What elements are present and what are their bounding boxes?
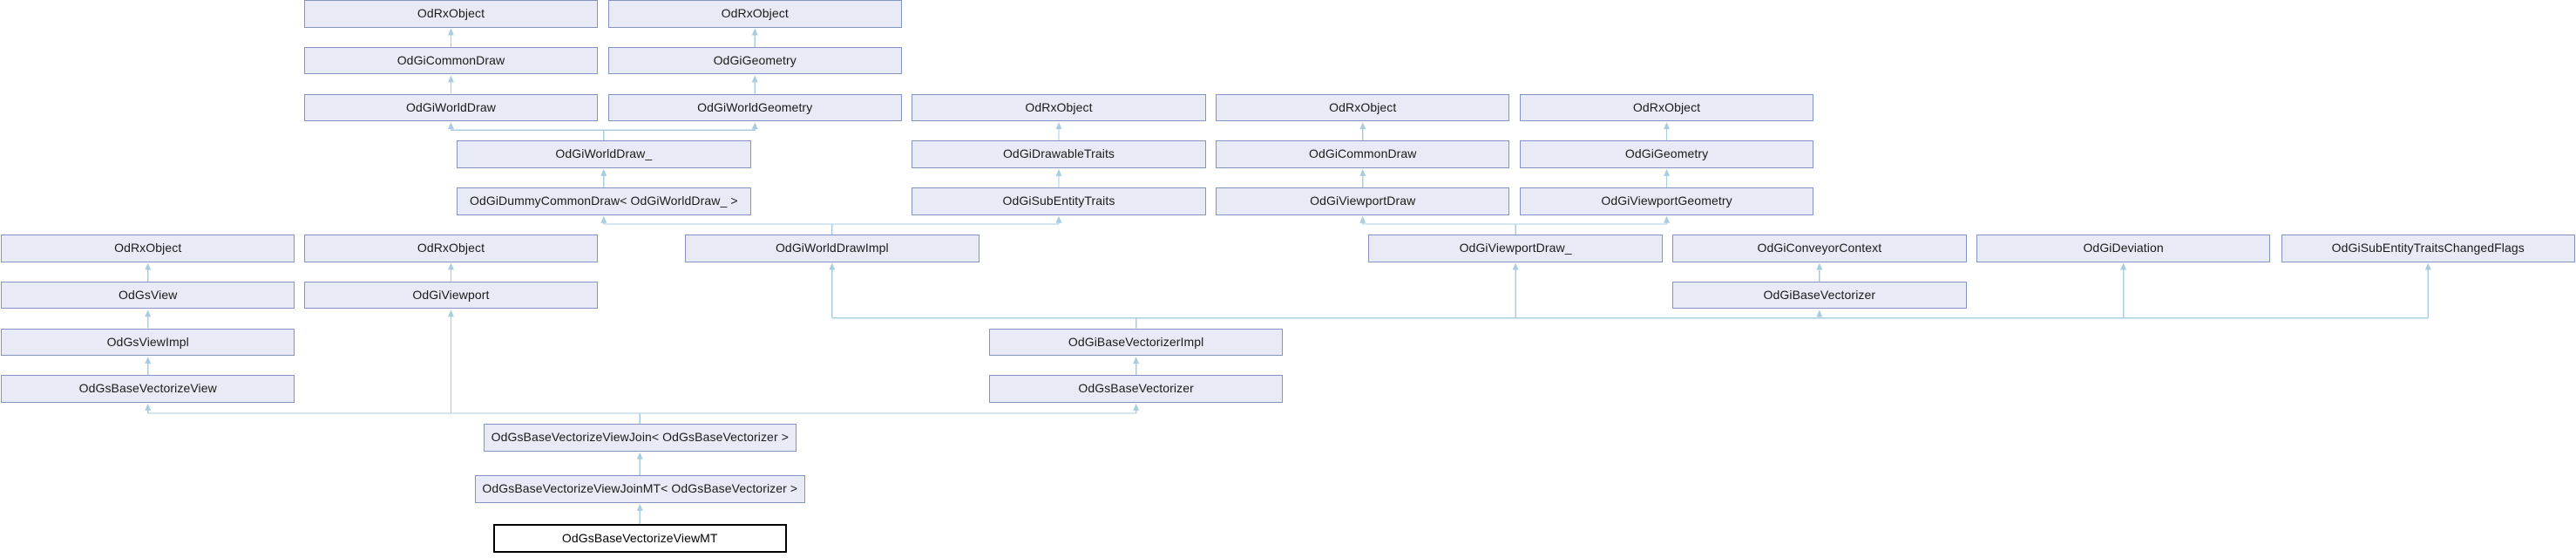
class-node[interactable]: OdGiGeometry (1519, 140, 1814, 168)
class-node-label: OdRxObject (1632, 99, 1701, 114)
class-node-label: OdGiWorldDraw (405, 99, 496, 114)
class-node-label: OdGiGeometry (713, 52, 797, 67)
class-node-label: OdRxObject (417, 6, 485, 21)
class-node[interactable]: OdGiSubEntityTraitsChangedFlags (2281, 234, 2575, 262)
class-node[interactable]: OdGiWorldDrawImpl (685, 234, 980, 262)
class-node[interactable]: OdGiViewportGeometry (1519, 187, 1814, 215)
class-node-label: OdGsBaseVectorizeViewJoin< OdGsBaseVecto… (491, 430, 789, 445)
class-node-label: OdGiViewportGeometry (1601, 194, 1732, 208)
class-node-label: OdGiSubEntityTraitsChangedFlags (2331, 241, 2525, 255)
class-node[interactable]: OdRxObject (1519, 93, 1814, 122)
class-node[interactable]: OdGiDeviation (1976, 234, 2271, 262)
class-node-label: OdRxObject (1329, 99, 1397, 114)
class-node-label: OdGiViewport (412, 287, 490, 302)
class-node[interactable]: OdGiBaseVectorizerImpl (988, 328, 1284, 357)
class-node-label: OdGiViewportDraw_ (1459, 241, 1572, 255)
class-node[interactable]: OdGsBaseVectorizeViewJoin< OdGsBaseVecto… (483, 424, 797, 452)
class-node-label: OdGiCommonDraw (397, 52, 505, 67)
class-node-label: OdGiWorldGeometry (697, 99, 813, 114)
class-node[interactable]: OdGsBaseVectorizeView (1, 375, 295, 403)
class-node[interactable]: OdGiGeometry (607, 46, 902, 75)
class-node-label: OdRxObject (1025, 99, 1093, 114)
class-node[interactable]: OdGsBaseVectorizer (988, 375, 1284, 403)
class-node[interactable]: OdGiSubEntityTraits (912, 187, 1206, 215)
class-node[interactable]: OdGiViewportDraw (1216, 187, 1510, 215)
class-node-label: OdRxObject (417, 241, 485, 255)
class-node-label: OdGsBaseVectorizeView (78, 381, 217, 396)
class-node[interactable]: OdRxObject (303, 0, 599, 28)
class-node[interactable]: OdGsView (1, 281, 295, 310)
class-node-label: OdGiCommonDraw (1308, 146, 1417, 161)
class-node-label: OdGiDummyCommonDraw< OdGiWorldDraw_ > (469, 194, 738, 208)
class-node-label: OdGiSubEntityTraits (1002, 194, 1115, 208)
class-node-label: OdGsBaseVectorizer (1078, 381, 1194, 396)
class-node-label: OdRxObject (114, 241, 182, 255)
class-node-label: OdGiConveyorContext (1757, 241, 1882, 255)
class-node-label: OdGsView (118, 287, 178, 302)
class-node[interactable]: OdGiConveyorContext (1672, 234, 1967, 262)
class-node[interactable]: OdGiCommonDraw (1216, 140, 1510, 168)
class-node[interactable]: OdGiViewport (303, 281, 599, 310)
class-node[interactable]: OdRxObject (1216, 93, 1510, 122)
class-node-label: OdGiDrawableTraits (1002, 146, 1115, 161)
class-node[interactable]: OdRxObject (912, 93, 1206, 122)
class-node-label: OdGiWorldDraw_ (555, 146, 653, 161)
class-node[interactable]: OdGsViewImpl (1, 328, 295, 357)
class-node-label: OdGiDeviation (2083, 241, 2164, 255)
class-node[interactable]: OdGiWorldDraw_ (457, 140, 751, 168)
class-node[interactable]: OdGsBaseVectorizeViewJoinMT< OdGsBaseVec… (474, 475, 805, 503)
class-node-label: OdGiBaseVectorizerImpl (1068, 334, 1204, 349)
class-node[interactable]: OdGiCommonDraw (303, 46, 599, 75)
class-node[interactable]: OdGiBaseVectorizer (1672, 281, 1967, 310)
class-node-label: OdRxObject (721, 6, 789, 21)
class-node-label: OdGiViewportDraw (1310, 194, 1416, 208)
class-node[interactable]: OdRxObject (607, 0, 902, 28)
class-node-label: OdGsBaseVectorizeViewMT (561, 531, 718, 546)
class-node-label: OdGsViewImpl (106, 334, 189, 349)
class-node-label: OdGiWorldDrawImpl (775, 241, 889, 255)
class-node[interactable]: OdRxObject (1, 234, 295, 262)
class-node-label: OdGiBaseVectorizer (1763, 287, 1876, 302)
class-node[interactable]: OdGiViewportDraw_ (1368, 234, 1663, 262)
class-node-label: OdGiGeometry (1624, 146, 1709, 161)
class-node-label: OdGsBaseVectorizeViewJoinMT< OdGsBaseVec… (482, 481, 798, 496)
class-node[interactable]: OdGiWorldDraw (303, 93, 599, 122)
class-node[interactable]: OdGiDrawableTraits (912, 140, 1206, 168)
class-node[interactable]: OdGiDummyCommonDraw< OdGiWorldDraw_ > (457, 187, 751, 215)
class-node-current[interactable]: OdGsBaseVectorizeViewMT (492, 524, 787, 554)
class-node[interactable]: OdRxObject (303, 234, 599, 262)
class-node[interactable]: OdGiWorldGeometry (607, 93, 902, 122)
